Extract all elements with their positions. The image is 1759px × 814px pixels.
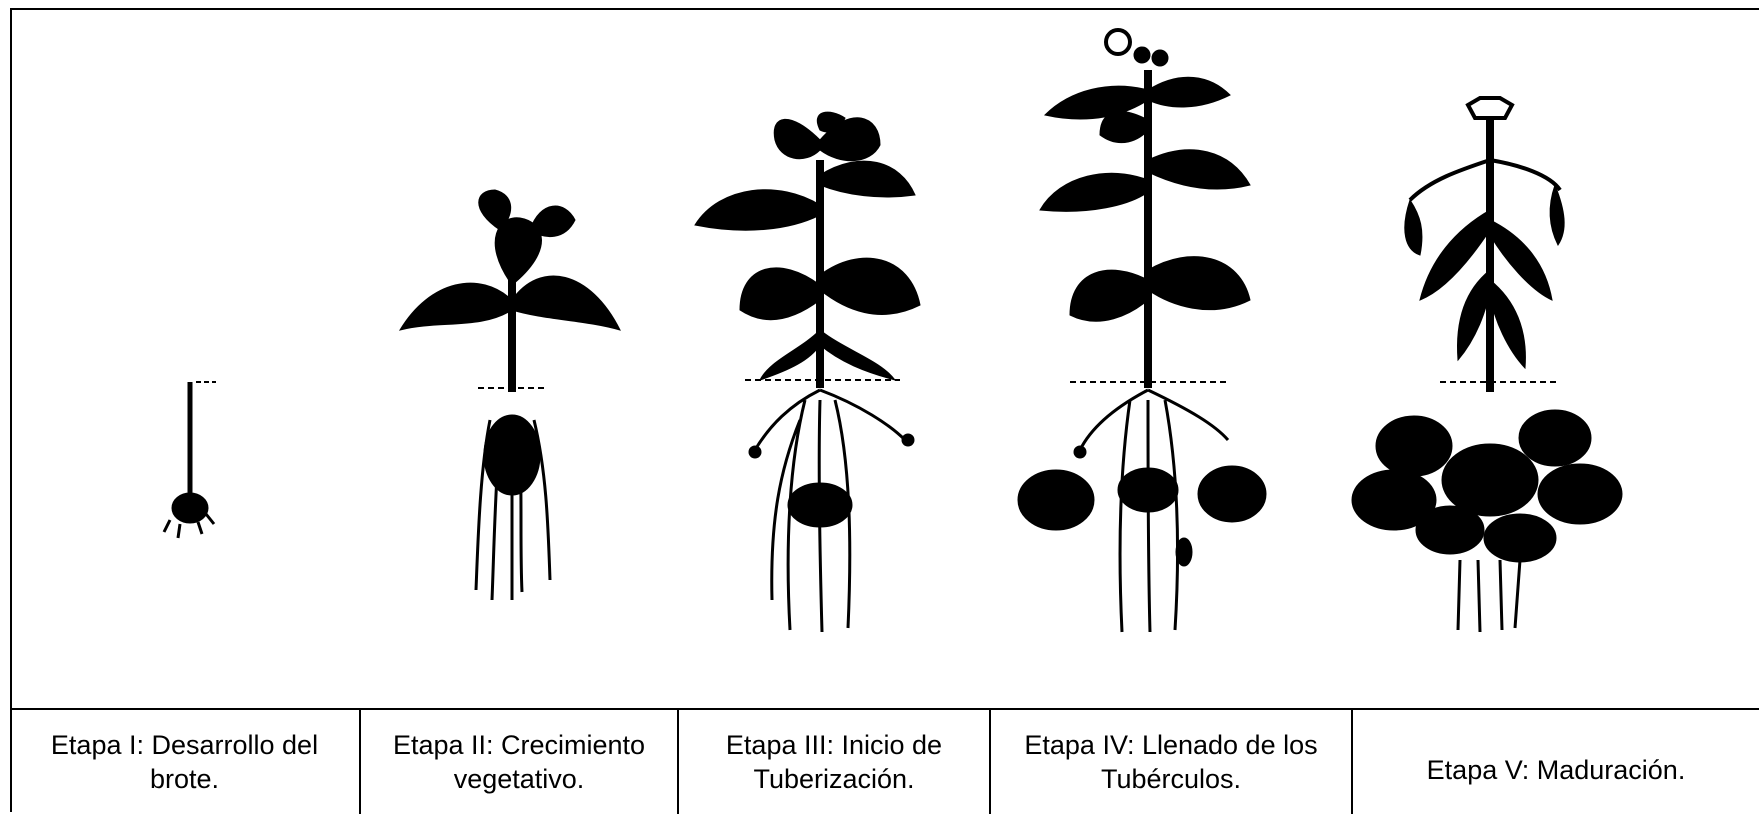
plant-stage-2	[400, 190, 620, 600]
stage-label-5-text: Etapa V: Maduración.	[1427, 753, 1686, 787]
stage-label-3-text: Etapa III: Inicio de Tuberización.	[687, 728, 981, 796]
stage-labels-row: Etapa I: Desarrollo del brote. Etapa II:…	[10, 708, 1759, 812]
stage-label-2-text: Etapa II: Crecimiento vegetativo.	[369, 728, 669, 796]
stage-label-4-text: Etapa IV: Llenado de los Tubérculos.	[999, 728, 1343, 796]
stage-label-4: Etapa IV: Llenado de los Tubérculos.	[991, 710, 1353, 814]
stage-label-1-text: Etapa I: Desarrollo del brote.	[18, 728, 351, 796]
plant-stage-5	[1352, 98, 1622, 632]
stage-label-2: Etapa II: Crecimiento vegetativo.	[361, 710, 679, 814]
stage-label-3: Etapa III: Inicio de Tuberización.	[679, 710, 991, 814]
potato-growth-illustration	[0, 0, 1759, 712]
plant-stage-4	[1018, 30, 1266, 632]
plant-stage-1	[164, 382, 216, 538]
plant-stage-3	[695, 112, 920, 632]
stage-label-1: Etapa I: Desarrollo del brote.	[10, 710, 361, 814]
stage-label-5: Etapa V: Maduración.	[1353, 710, 1759, 814]
